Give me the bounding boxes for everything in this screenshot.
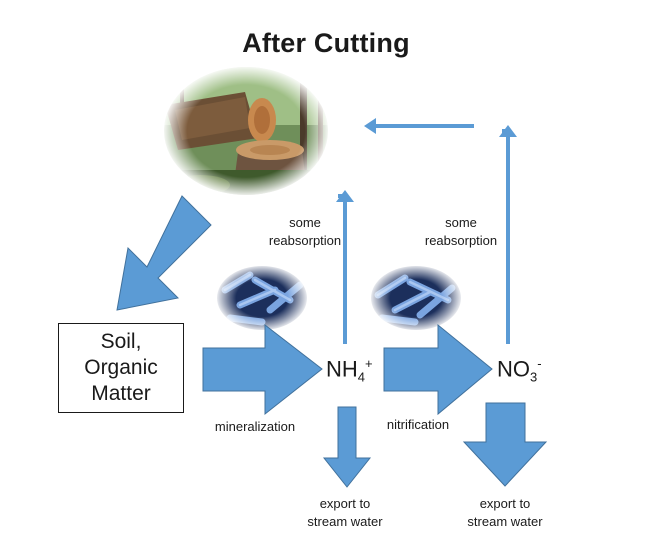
export-left-line-1: export to [319,496,371,511]
ammonium-base: NH [326,356,358,382]
reabsorption-right-line-1: some [445,215,477,230]
soil-label-line-3: Matter [91,382,151,405]
export-right-line-1: export to [479,496,531,511]
reabsorption-label-right: some reabsorption [416,214,506,250]
export-label-right: export to stream water [450,495,560,531]
bacteria-image-right [369,264,463,332]
nitrification-arrow [383,323,493,416]
nitrate-superscript: - [537,356,542,371]
export-label-left: export to stream water [290,495,400,531]
soil-organic-matter-box: Soil, Organic Matter [58,323,184,413]
reabsorption-left-line-1: some [289,215,321,230]
export-arrow-right [462,402,548,487]
export-arrow-left [322,406,372,488]
reabsorption-label-left: some reabsorption [260,214,350,250]
export-right-line-2: stream water [467,514,543,529]
ammonium-superscript: + [365,356,373,371]
reabsorption-arrowhead-left [336,190,354,202]
soil-label-line-1: Soil, [100,330,142,353]
reabsorption-arrowhead-top [364,118,376,134]
nitrification-label: nitrification [386,417,450,432]
reabsorption-arrowhead-right [499,125,517,137]
ammonium-label: NH4+ [326,356,373,385]
export-left-line-2: stream water [307,514,383,529]
decomposition-arrow [116,195,212,311]
bacteria-image-left [215,264,309,332]
mineralization-arrow [202,323,323,416]
reabsorption-right-line-2: reabsorption [424,233,498,248]
ammonium-subscript: 4 [357,369,366,385]
diagram-title: After Cutting [242,28,410,58]
soil-label-line-2: Organic [84,356,158,379]
nitrate-subscript: 3 [530,369,538,385]
nitrate-base: NO [497,356,530,382]
nitrate-label: NO3- [497,356,542,385]
reabsorption-left-line-2: reabsorption [268,233,342,248]
mineralization-label: mineralization [214,419,296,434]
tree-stump-image [162,65,330,197]
